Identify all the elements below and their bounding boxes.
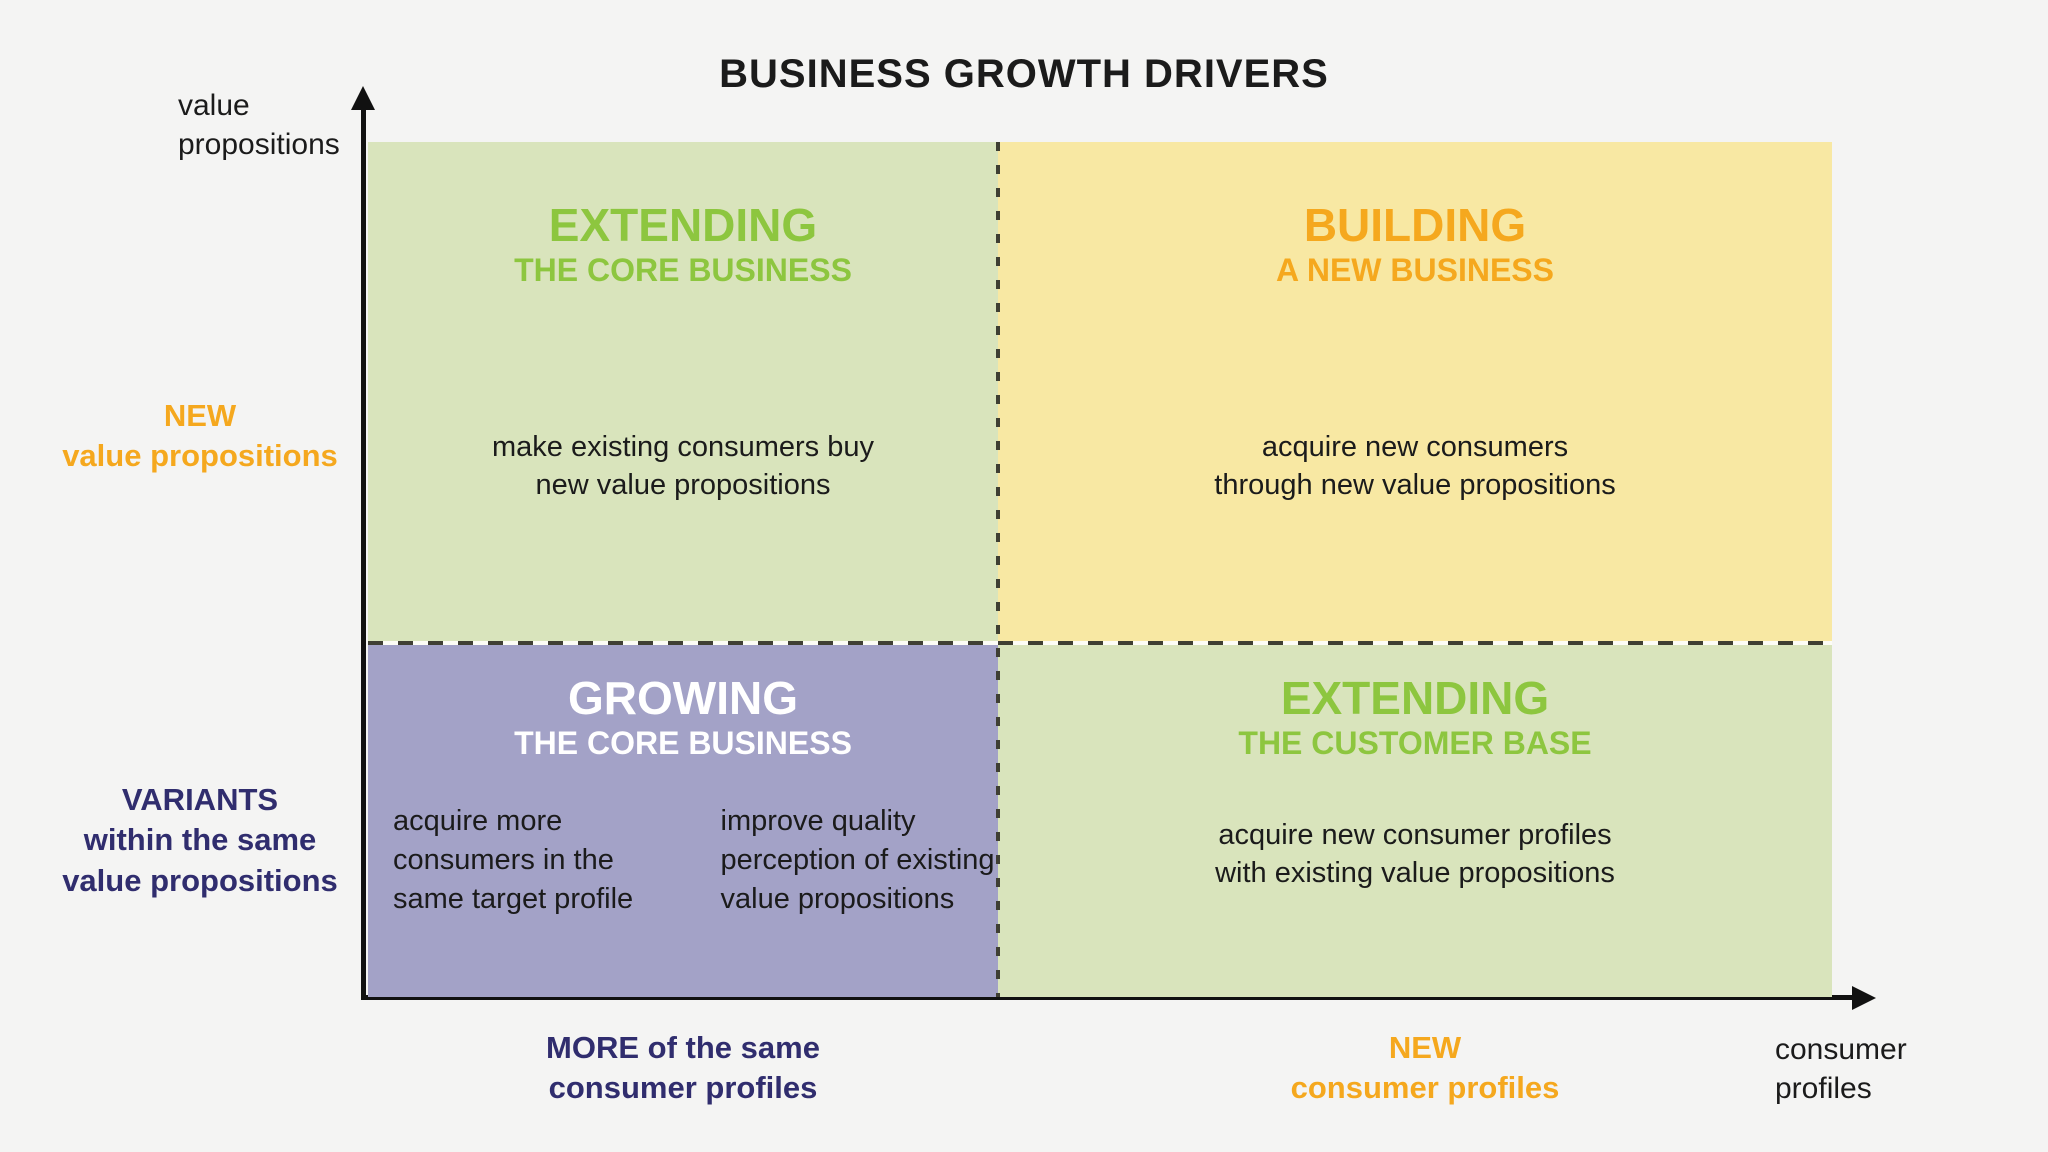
- y-axis-lower-label-line3: value propositions: [62, 862, 338, 898]
- quadrant-title: BUILDING: [1303, 199, 1527, 251]
- quadrant-description-line2: new value propositions: [535, 468, 831, 501]
- quadrant-subtitle: THE CORE BUSINESS: [514, 724, 852, 761]
- x-axis-arrow-icon: [1852, 986, 1876, 1010]
- quadrant-description: acquire new consumers through new value …: [1214, 429, 1615, 504]
- quadrant-header: EXTENDING THE CORE BUSINESS: [514, 200, 852, 289]
- quadrant-header: EXTENDING THE CUSTOMER BASE: [1238, 673, 1591, 762]
- col2-line3: value propositions: [720, 883, 955, 916]
- quadrant-description: make existing consumers buy new value pr…: [492, 429, 874, 504]
- quadrant-description-col2: improve quality perception of existing v…: [721, 802, 999, 919]
- x-axis-title-line2: profiles: [1775, 1072, 1872, 1105]
- x-axis-right-label: NEW consumer profiles: [1225, 1028, 1625, 1109]
- y-axis-title: value propositions: [178, 86, 340, 164]
- quadrant-title: EXTENDING: [1280, 672, 1550, 724]
- quadrant-subtitle: THE CUSTOMER BASE: [1238, 724, 1592, 761]
- col1-line2: consumers in the: [393, 844, 614, 877]
- col2-line1: improve quality: [720, 804, 916, 837]
- col1-line1: acquire more: [393, 804, 563, 837]
- quadrant-grid: EXTENDING THE CORE BUSINESS make existin…: [368, 142, 1832, 997]
- quadrant-header: GROWING THE CORE BUSINESS: [514, 673, 852, 762]
- quadrant-header: BUILDING A NEW BUSINESS: [1276, 200, 1554, 289]
- x-axis-left-label-line1: MORE of the same: [546, 1030, 820, 1065]
- y-axis-title-line2: propositions: [178, 128, 340, 161]
- quadrant-building-new-business: BUILDING A NEW BUSINESS acquire new cons…: [998, 142, 1832, 643]
- quadrant-description-line1: acquire new consumer profiles: [1218, 818, 1612, 851]
- vertical-dashed-divider: [996, 142, 1000, 997]
- y-axis-title-line1: value: [178, 89, 250, 122]
- x-axis-line: [361, 995, 1855, 1000]
- quadrant-description-line2: through new value propositions: [1214, 468, 1616, 501]
- x-axis-left-label-line2: consumer profiles: [548, 1070, 818, 1106]
- y-axis-upper-label-line1: NEW: [163, 398, 237, 433]
- quadrant-description-line1: make existing consumers buy: [492, 430, 874, 463]
- quadrant-subtitle: A NEW BUSINESS: [1276, 251, 1554, 288]
- quadrant-extending-customer-base: EXTENDING THE CUSTOMER BASE acquire new …: [998, 643, 1832, 997]
- page-title: BUSINESS GROWTH DRIVERS: [719, 52, 1329, 96]
- quadrant-subtitle: THE CORE BUSINESS: [514, 251, 852, 288]
- y-axis-upper-label: NEW value propositions: [40, 396, 360, 477]
- y-axis-lower-label-line1: VARIANTS: [121, 782, 279, 817]
- y-axis-upper-label-line2: value propositions: [62, 438, 338, 474]
- col2-line2: perception of existing: [720, 844, 995, 877]
- y-axis-line: [361, 106, 366, 1000]
- x-axis-title-line1: consumer: [1775, 1033, 1907, 1066]
- quadrant-description-line1: acquire new consumers: [1261, 430, 1569, 463]
- x-axis-left-label: MORE of the same consumer profiles: [483, 1028, 883, 1109]
- quadrant-description-line2: with existing value propositions: [1215, 856, 1615, 889]
- quadrant-title: GROWING: [568, 672, 798, 724]
- quadrant-description-columns: acquire more consumers in the same targe…: [368, 802, 998, 919]
- quadrant-description: acquire new consumer profiles with exist…: [1215, 817, 1615, 892]
- quadrant-title: EXTENDING: [548, 199, 818, 251]
- quadrant-description-col1: acquire more consumers in the same targe…: [393, 802, 671, 919]
- col1-line3: same target profile: [393, 883, 634, 916]
- x-axis-right-label-line2: consumer profiles: [1290, 1070, 1560, 1106]
- quadrant-extending-core-business: EXTENDING THE CORE BUSINESS make existin…: [368, 142, 998, 643]
- x-axis-title: consumer profiles: [1775, 1030, 1907, 1108]
- horizontal-dashed-divider: [368, 641, 1832, 645]
- y-axis-lower-label: VARIANTS within the same value propositi…: [28, 780, 372, 901]
- x-axis-right-label-line1: NEW: [1388, 1030, 1462, 1065]
- quadrant-growing-core-business: GROWING THE CORE BUSINESS acquire more c…: [368, 643, 998, 997]
- y-axis-lower-label-line2: within the same: [83, 822, 317, 858]
- y-axis-arrow-icon: [351, 86, 375, 110]
